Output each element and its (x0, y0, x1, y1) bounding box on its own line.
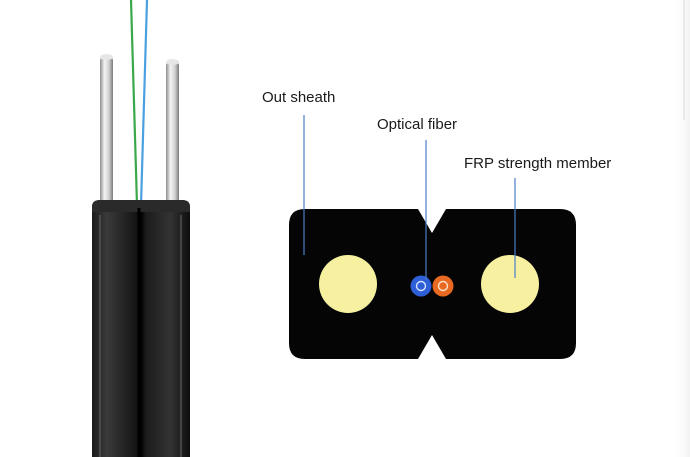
label-optical-fiber: Optical fiber (377, 116, 457, 133)
cable-cross-section (289, 209, 576, 359)
label-frp-strength-member: FRP strength member (464, 155, 611, 172)
optical-fiber-orange (432, 275, 454, 297)
fiber-blue-ring (415, 280, 427, 292)
label-out-sheath: Out sheath (262, 89, 335, 106)
frp-strength-member-right (481, 255, 539, 313)
green-fiber-strand (129, 0, 139, 206)
blue-fiber-strand (139, 0, 149, 206)
frp-strength-member-left (319, 255, 377, 313)
right-edge-fade (672, 0, 690, 457)
fiber-orange-ring (437, 280, 449, 292)
right-wire-tip (166, 59, 179, 65)
cable-photo (92, 0, 190, 457)
left-wire-tip (100, 54, 113, 60)
optical-fiber-blue (410, 275, 432, 297)
cable-jacket (92, 200, 190, 457)
right-strength-wire (166, 60, 179, 208)
jacket-cut-face (92, 200, 190, 212)
out-sheath-shape (289, 209, 576, 359)
left-strength-wire (100, 55, 113, 207)
